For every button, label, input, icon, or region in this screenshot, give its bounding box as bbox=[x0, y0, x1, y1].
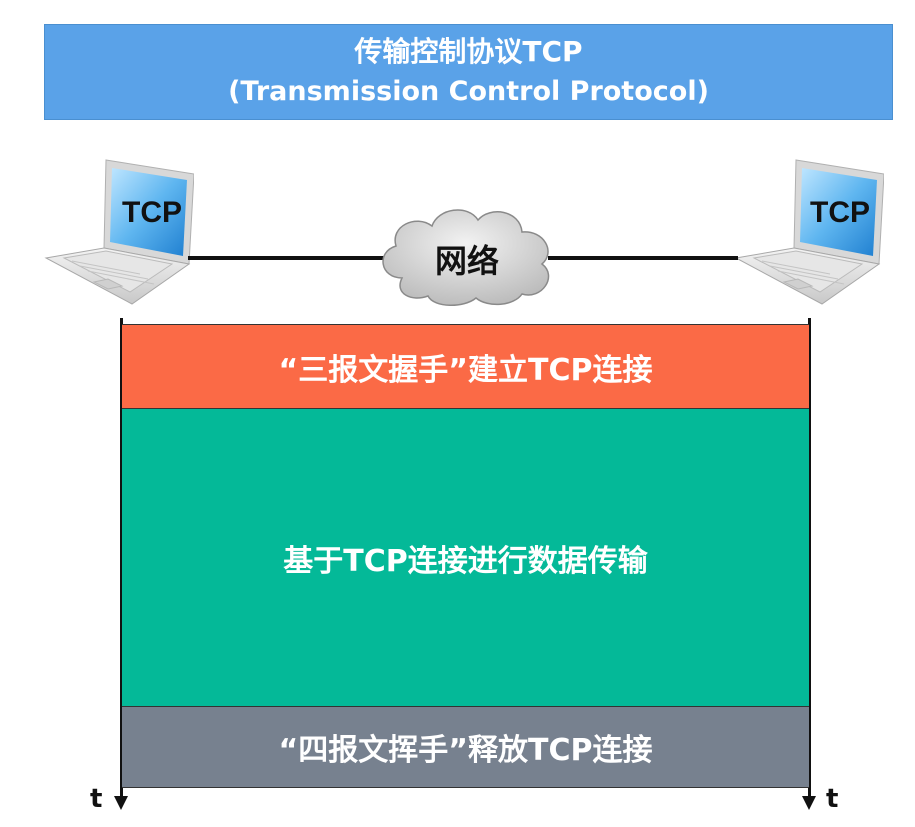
right-time-label: t bbox=[826, 784, 839, 814]
left-laptop-icon: TCP bbox=[44, 159, 194, 305]
network-cloud-icon bbox=[382, 209, 550, 306]
right-time-arrow-icon bbox=[802, 796, 816, 810]
title-line-1: 传输控制协议TCP bbox=[354, 35, 583, 68]
network-label: 网络 bbox=[434, 242, 499, 280]
title-banner: 传输控制协议TCP (Transmission Control Protocol… bbox=[44, 24, 893, 120]
left-time-arrow-icon bbox=[114, 796, 128, 810]
right-host-label: TCP bbox=[810, 196, 870, 229]
link-line-left bbox=[188, 256, 388, 260]
phase-data-transfer: 基于TCP连接进行数据传输 bbox=[122, 408, 809, 706]
phase-three-way-handshake: “三报文握手”建立TCP连接 bbox=[122, 324, 809, 408]
left-timeline bbox=[120, 318, 123, 800]
right-laptop-icon: TCP bbox=[734, 159, 884, 305]
link-line-right bbox=[548, 256, 738, 260]
left-host-label: TCP bbox=[122, 196, 182, 229]
left-time-label: t bbox=[90, 784, 103, 814]
phase-wave-label: “四报文挥手”释放TCP连接 bbox=[278, 733, 653, 768]
phase-four-way-wave: “四报文挥手”释放TCP连接 bbox=[122, 706, 809, 788]
phase-transfer-label: 基于TCP连接进行数据传输 bbox=[283, 543, 648, 579]
phase-handshake-label: “三报文握手”建立TCP连接 bbox=[278, 352, 653, 388]
title-line-2: (Transmission Control Protocol) bbox=[228, 76, 709, 107]
right-timeline bbox=[808, 318, 811, 800]
